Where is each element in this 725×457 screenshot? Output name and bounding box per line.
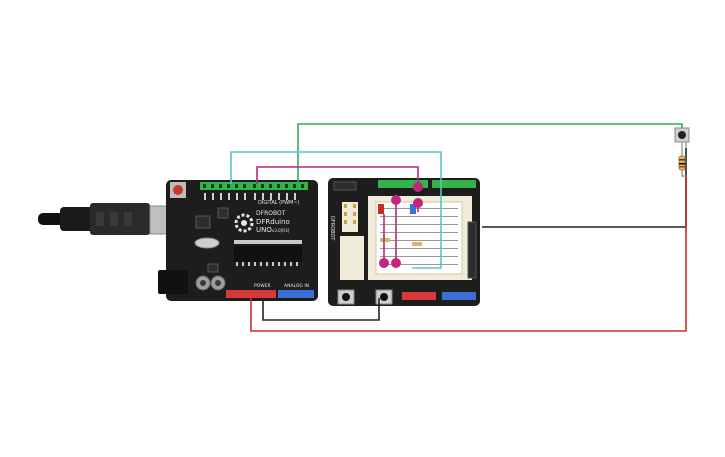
reset-button-cap[interactable] xyxy=(173,185,183,195)
shield-header-red[interactable] xyxy=(402,292,436,300)
resistor-shield-1[interactable] xyxy=(380,238,390,242)
board-model-version: v3.0[R3] xyxy=(272,228,290,233)
usb-cable[interactable] xyxy=(38,203,187,235)
red-led[interactable] xyxy=(378,204,384,214)
board-model-line2: UNO xyxy=(256,226,272,234)
wire-red-5v[interactable] xyxy=(250,176,687,332)
external-resistor[interactable] xyxy=(678,155,686,171)
power-header-label: POWER xyxy=(254,283,271,289)
shield-proto-left xyxy=(340,236,364,280)
analog-header-label: ANALOG IN xyxy=(284,283,309,289)
wire-cyan[interactable] xyxy=(230,151,442,269)
shield-header-green-1[interactable] xyxy=(378,180,428,188)
regulator xyxy=(207,263,219,273)
shield-header-green-2[interactable] xyxy=(432,180,476,188)
atmega-chip xyxy=(234,246,302,262)
digital-header-label: DIGITAL (PWM~) xyxy=(258,200,300,206)
wire-black-loop[interactable] xyxy=(262,298,380,321)
board-brand: DFROBOT xyxy=(256,210,286,217)
shield-brand: DFROBOT xyxy=(329,216,335,241)
atmega-socket-top xyxy=(234,240,302,244)
magenta-node-1[interactable] xyxy=(413,182,423,192)
wire-black-gnd[interactable] xyxy=(482,148,687,228)
external-push-button[interactable] xyxy=(674,127,690,143)
small-chip xyxy=(217,207,229,219)
power-jack[interactable] xyxy=(158,270,188,294)
resistor-shield-2[interactable] xyxy=(412,242,422,246)
crystal xyxy=(194,237,220,249)
wire-green[interactable] xyxy=(297,123,683,184)
analog-header[interactable] xyxy=(278,290,314,298)
wire-magenta-1[interactable] xyxy=(256,166,419,186)
blue-led[interactable] xyxy=(410,204,416,214)
magenta-node-3[interactable] xyxy=(413,198,423,208)
shield-header-right[interactable] xyxy=(467,221,477,279)
usb-chip xyxy=(195,215,211,229)
resistor-lead-bottom xyxy=(681,170,686,177)
arduino-board[interactable]: DIGITAL (PWM~) DFROBOT DFRduino UNO v3.0… xyxy=(158,180,318,301)
shield-header-blue[interactable] xyxy=(442,292,476,300)
shield-header-black[interactable] xyxy=(333,181,357,191)
magenta-node-2[interactable] xyxy=(391,195,401,205)
board-model-line1: DFRduino xyxy=(256,218,290,226)
dfrobot-logo-icon xyxy=(234,213,254,233)
shield-ic-footprint xyxy=(342,202,358,232)
magenta-node-4[interactable] xyxy=(379,258,389,268)
power-header[interactable] xyxy=(226,290,276,298)
prototype-shield[interactable]: DFROBOT xyxy=(328,178,480,306)
magenta-node-5[interactable] xyxy=(391,258,401,268)
